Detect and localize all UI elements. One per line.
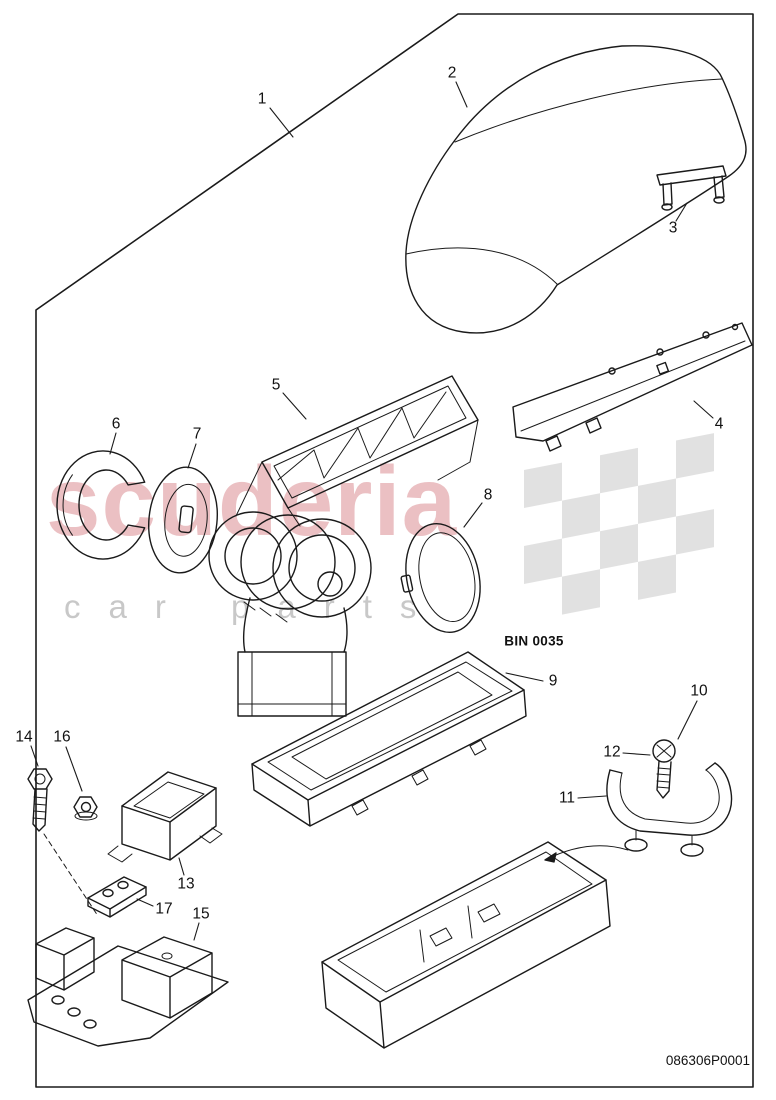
diagram-frame — [35, 13, 754, 1088]
callout-4: 4 — [714, 415, 724, 433]
part-hinge-frame — [208, 375, 479, 717]
part-shim-plate — [87, 876, 147, 918]
part-side-pad — [400, 522, 481, 634]
part-console-body — [321, 841, 629, 1049]
part-nut — [73, 796, 98, 821]
part-storage-tray — [251, 651, 527, 827]
callout-8: 8 — [483, 486, 493, 504]
callout-2: 2 — [447, 64, 457, 82]
callout-14: 14 — [15, 728, 33, 746]
callout-12: 12 — [603, 743, 621, 761]
callout-17: 17 — [155, 900, 173, 918]
document-number: 086306P0001 — [665, 1053, 750, 1068]
part-base-bracket — [27, 927, 229, 1047]
part-bearing-cap — [56, 450, 146, 560]
callout-3: 3 — [668, 219, 678, 237]
callout-7: 7 — [192, 425, 202, 443]
part-hinge-bracket — [656, 165, 727, 211]
part-lid-panel — [512, 322, 753, 452]
leader-lines — [30, 81, 714, 941]
callout-13: 13 — [177, 875, 195, 893]
callout-1: 1 — [257, 90, 267, 108]
watermark-subtitle: car parts — [64, 588, 445, 625]
callout-10: 10 — [690, 682, 708, 700]
bin-code-label: BIN 0035 — [504, 633, 564, 649]
callout-16: 16 — [53, 728, 71, 746]
callout-9: 9 — [548, 672, 558, 690]
part-mount-bracket — [107, 771, 223, 863]
part-armrest-lid — [405, 45, 747, 334]
part-support-bracket — [606, 762, 733, 857]
callout-11: 11 — [558, 789, 576, 807]
callout-15: 15 — [192, 905, 210, 923]
part-bearing-disc — [148, 466, 218, 574]
callout-6: 6 — [111, 415, 121, 433]
part-bolt — [27, 768, 99, 917]
callout-5: 5 — [271, 376, 281, 394]
checkered-flag — [524, 433, 714, 615]
part-screw-small — [652, 739, 676, 799]
